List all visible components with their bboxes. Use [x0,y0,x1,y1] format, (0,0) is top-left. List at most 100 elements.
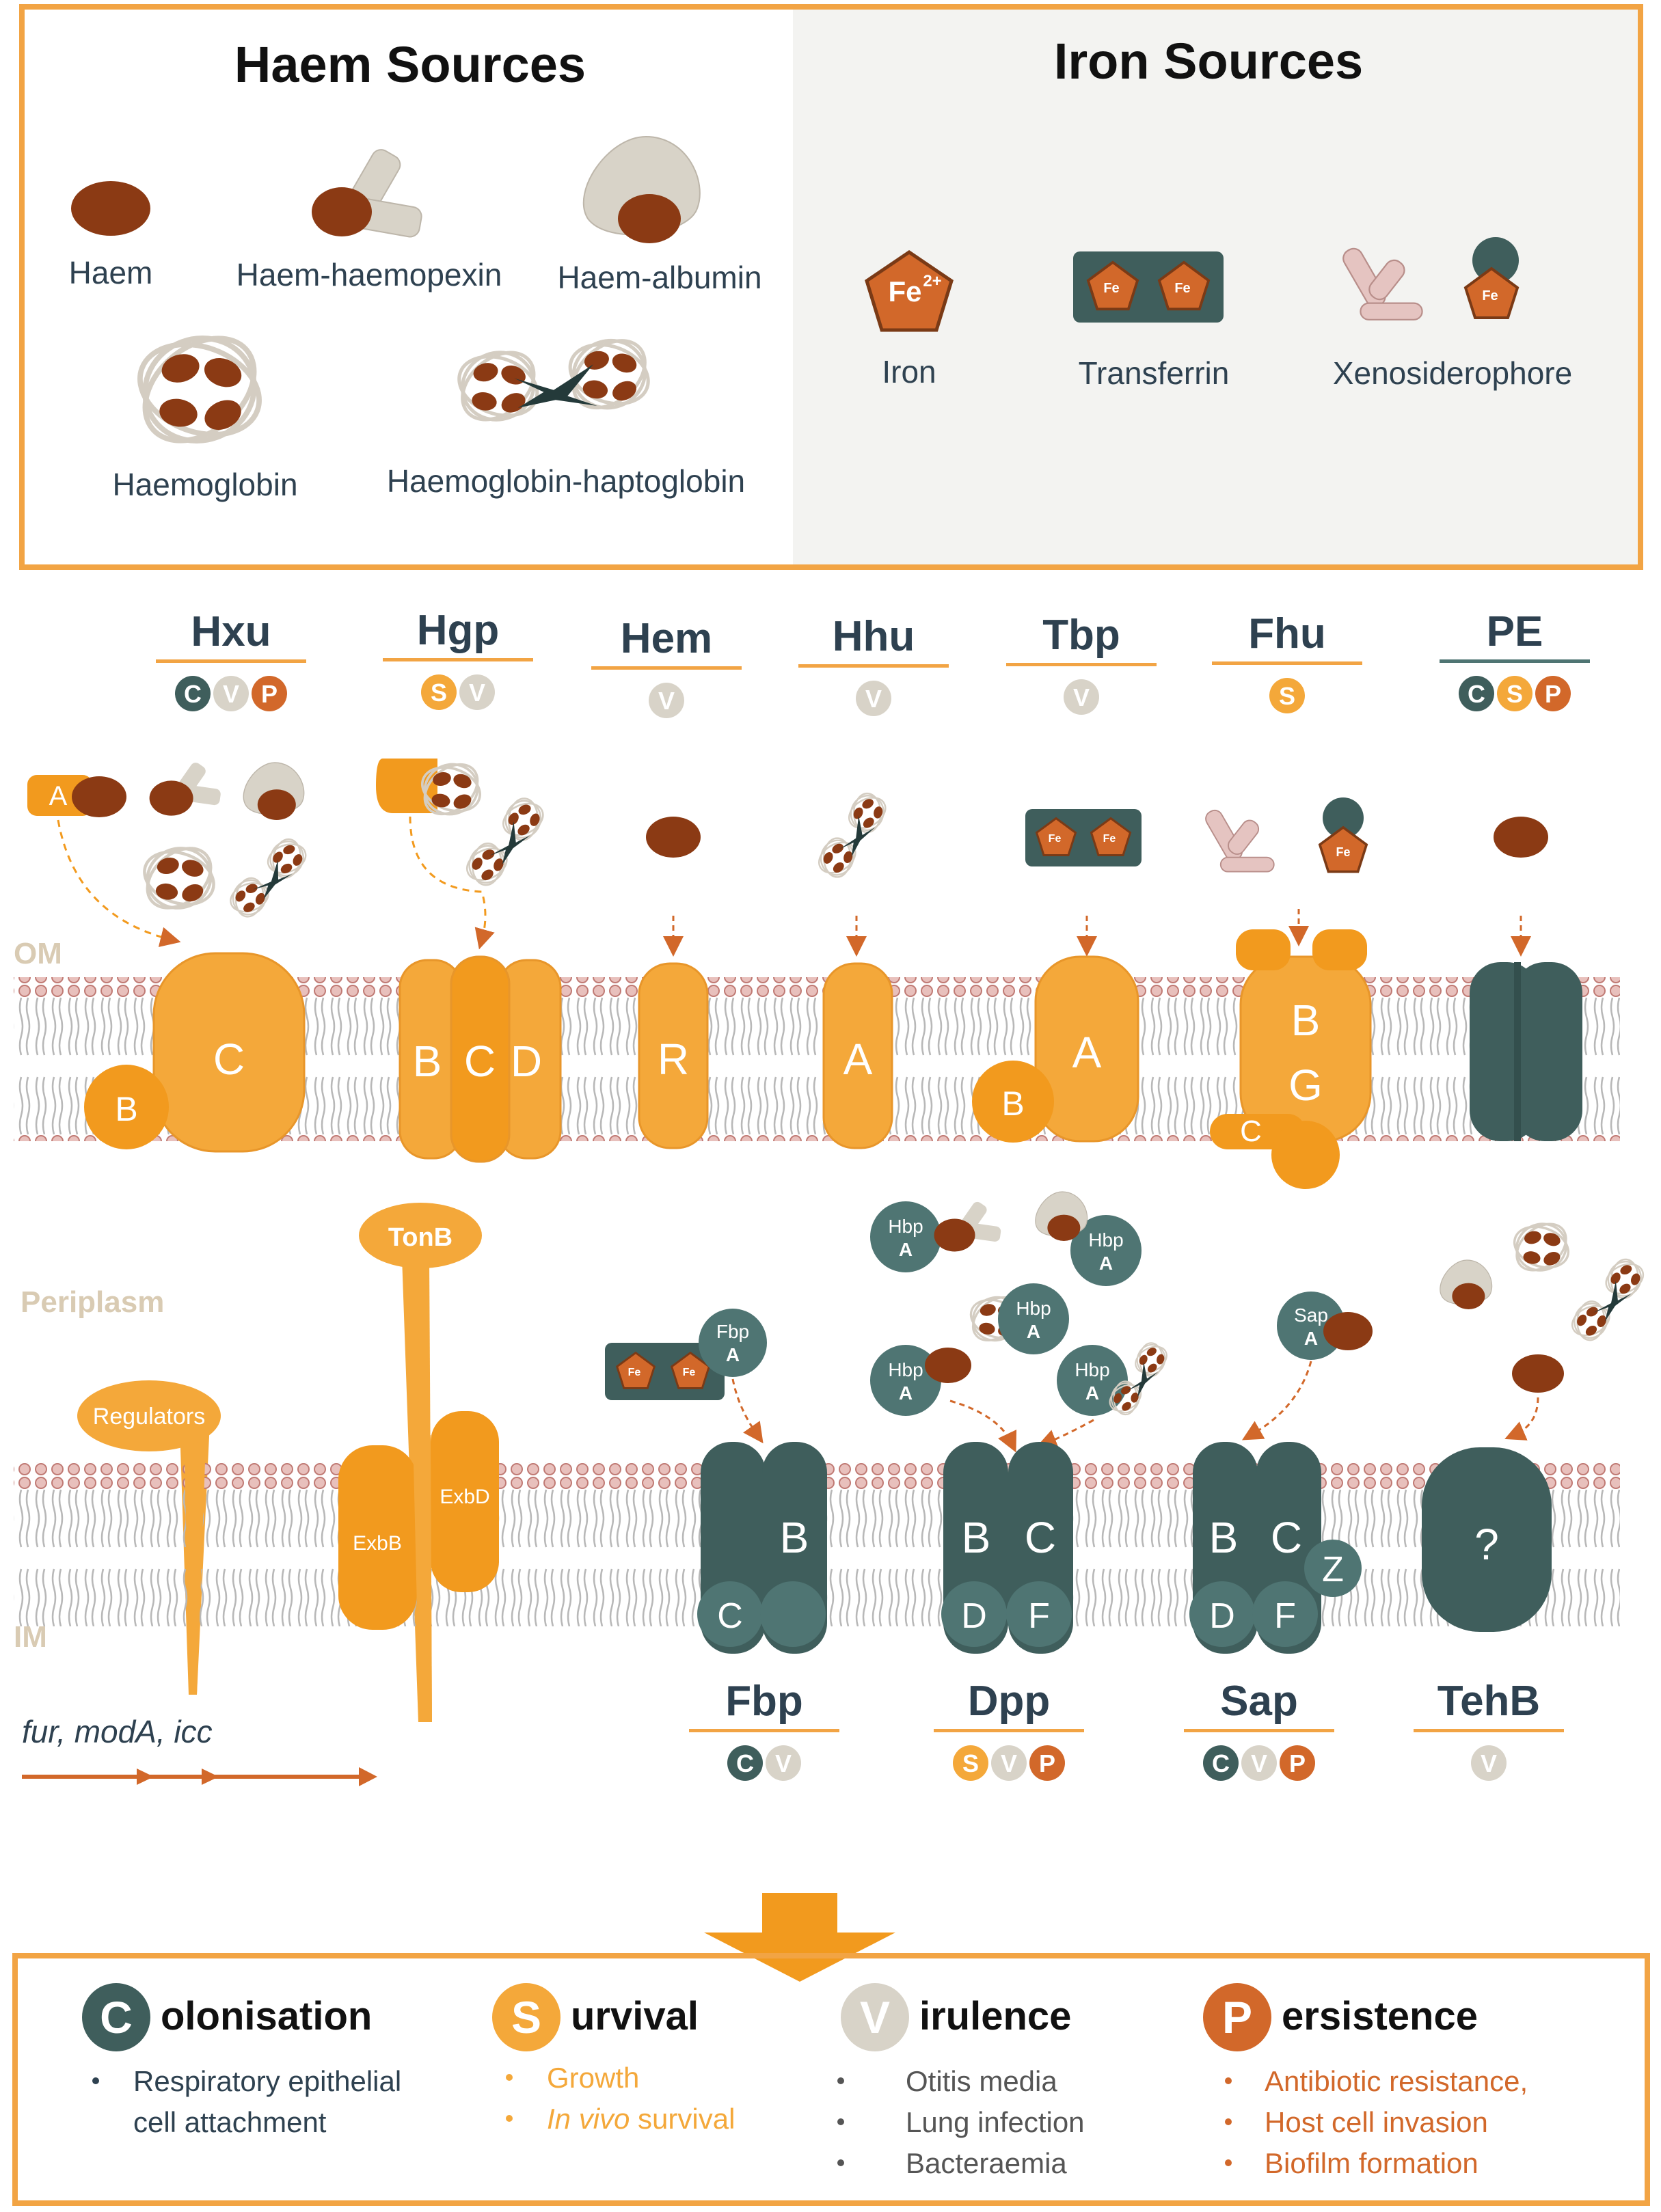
role-badge-c [1459,676,1494,711]
top-system-underline [591,666,742,670]
role-badge-letter: V [1073,683,1090,711]
iron-label: Iron [882,354,936,390]
hem-substrate-haem [646,817,701,858]
exbb-label: ExbB [353,1532,402,1555]
haem-haemopexin-molecule [312,149,422,238]
legend-letter: S [511,1992,541,2043]
role-badge-p [252,676,287,711]
bottom-system-name-tehb: TehB [1437,1678,1540,1725]
haemoglobin-molecule [125,318,273,462]
role-badge-letter: V [865,685,882,713]
haem-molecule [71,181,150,236]
bottom-system-underline [689,1729,839,1732]
haem-haemopexin-label: Haem-haemopexin [237,257,502,292]
hbp3-text: Hbp [1016,1298,1051,1319]
hbp5-a: A [1085,1382,1099,1404]
top-system-underline [156,659,306,663]
fbp-a-label: Fbp [716,1321,749,1342]
hbp1-a: A [899,1239,913,1260]
role-badge-v [1241,1745,1277,1781]
fhu-c-label: C [1240,1115,1262,1148]
hxu-b-label: B [115,1090,137,1128]
legend-s-item-1: In vivo survival [547,2103,735,2135]
hbp4-a: A [899,1382,913,1404]
sap-d-label: D [1209,1596,1235,1636]
top-system-underline [798,664,949,668]
legend-v-item-0: Otitis media [906,2065,1057,2097]
bottom-system-name-dpp: Dpp [968,1678,1051,1725]
role-badge-letter: S [962,1749,979,1777]
role-badge-letter: C [736,1749,754,1777]
top-system-underline [383,658,533,661]
role-badge-p [1029,1745,1065,1781]
role-badge-letter: V [1481,1749,1497,1777]
fhu-substrate-fe: Fe [1319,797,1368,873]
role-badge-s [953,1745,988,1781]
hbp2-a: A [1099,1253,1113,1274]
dpp-c-label: C [1025,1513,1056,1562]
tbp-b-label: B [1001,1084,1024,1123]
legend-letter: C [100,1992,133,2043]
role-badge-letter: P [1039,1749,1055,1777]
tbp-fe1: Fe [1049,833,1062,845]
role-badge-v [856,681,891,716]
exbd-label: ExbD [440,1486,489,1508]
top-system-underline [1006,663,1157,666]
role-badge-v [459,674,495,710]
legend-v-item-1: Lung infection [906,2106,1085,2138]
dpp-b-label: B [962,1513,991,1562]
role-badge-v [991,1745,1027,1781]
sap-im-complex: B C D F Z [1189,1442,1362,1654]
bottom-system-name-fbp: Fbp [725,1678,803,1725]
bottom-system-underline [934,1729,1084,1732]
top-system-name-tbp: Tbp [1042,612,1120,659]
sap-a-text: Sap [1294,1305,1328,1326]
dpp-d-label: D [961,1596,987,1636]
haemoglobin-haptoglobin-label: Haemoglobin-haptoglobin [387,463,745,499]
legend-bullet [837,2077,844,2084]
legend-c-item-line1: Respiratory epithelial [133,2065,401,2097]
hgp-c-label: C [464,1037,496,1086]
legend-bullet [506,2074,513,2081]
fhu-om-complex: B G C [1210,929,1372,1189]
regulators-stem [185,1462,205,1695]
big-down-arrow [704,1893,895,1982]
fbp-c-label: C [717,1596,743,1636]
dpp-im-complex: B C D F [941,1442,1073,1654]
role-badge-s [1497,676,1532,711]
transferrin-fe1: Fe [1103,281,1119,296]
role-badge-v [1064,679,1099,715]
legend-p-item-2: Biofilm formation [1265,2147,1478,2179]
tbp-substrate-transferrin: Fe Fe [1025,809,1142,866]
top-system-name-hem: Hem [621,615,712,662]
legend-letter: P [1222,1992,1252,2043]
role-badge-s [1269,678,1305,713]
legend-panel [12,1953,1650,2206]
iron-fe-text: Fe [888,275,921,308]
legend-p-item-1: Host cell invasion [1265,2106,1488,2138]
role-badge-p [1535,676,1571,711]
hbp3-a: A [1027,1321,1040,1342]
hxu-a-label: A [49,781,68,811]
periplasm-label: Periplasm [21,1285,164,1319]
sap-f-label: F [1274,1596,1296,1636]
sap-a-letter: A [1304,1328,1318,1349]
hhu-substrate-hp [800,780,904,890]
legend-title-p: ersistence [1282,1994,1478,2038]
haemoglobin-haptoglobin-molecule [450,327,658,433]
tbp-fe2: Fe [1103,833,1116,845]
iron-fe-charge: 2+ [923,272,941,290]
fbp-fe2: Fe [683,1367,696,1378]
tehb-substrates [1440,1213,1661,1440]
role-badge-letter: V [1251,1749,1267,1777]
fhu-substrate-xeno [1202,806,1275,873]
legend-p-item-0: Antibiotic resistance, [1265,2065,1528,2097]
legend-title-c: olonisation [161,1994,372,2038]
hgp-substrates [376,753,563,950]
dpp-f-label: F [1028,1596,1050,1636]
role-badge-letter: V [775,1749,792,1777]
legend-circle-p [1203,1983,1271,2051]
